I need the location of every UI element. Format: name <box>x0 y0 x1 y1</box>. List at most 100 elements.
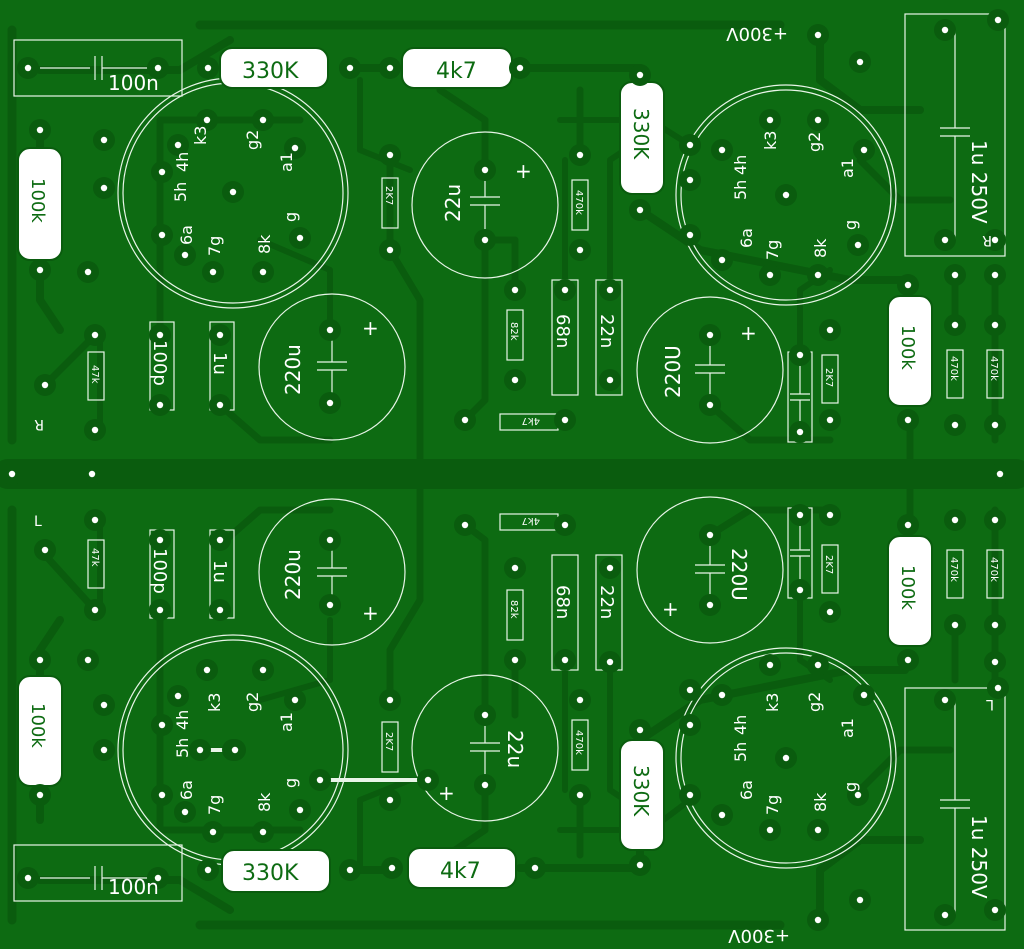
power-resistors <box>17 47 933 893</box>
pin-g7-tl: 7g <box>205 236 224 256</box>
drill-hole <box>856 58 864 66</box>
drill-hole <box>996 470 1004 478</box>
drill-hole <box>782 191 790 199</box>
label-plus-220u-bl: + <box>362 601 379 625</box>
label-330k-tl: 330K <box>242 59 299 84</box>
drill-hole <box>814 31 822 39</box>
drill-hole <box>766 826 774 834</box>
drill-hole <box>326 399 334 407</box>
cap-22u-bot-outline <box>411 674 559 822</box>
drill-hole <box>511 376 519 384</box>
drill-hole <box>941 911 949 919</box>
drill-hole <box>636 206 644 214</box>
label-plus-22u-top: + <box>515 159 532 183</box>
drill-hole <box>576 696 584 704</box>
label-100n-tl: 100n <box>108 71 159 95</box>
drill-hole <box>231 746 239 754</box>
pin-a6-tr: 6a <box>737 228 756 248</box>
drill-hole <box>481 711 489 719</box>
label-330k-br: 330K <box>629 765 653 817</box>
drill-hole <box>706 331 714 339</box>
pin-g7-br: 7g <box>763 795 782 815</box>
drill-hole <box>386 151 394 159</box>
drill-hole <box>386 64 394 72</box>
drill-hole <box>156 536 164 544</box>
pin-g-tr: g <box>841 220 860 230</box>
label-47k-bl: 47k <box>89 548 100 567</box>
pin-h5-br: 5h <box>731 742 750 762</box>
drill-hole <box>326 536 334 544</box>
drill-hole <box>296 234 304 242</box>
drill-hole <box>158 721 166 729</box>
drill-hole <box>951 621 959 629</box>
drill-hole <box>782 754 790 762</box>
label-22n-bot: 22n <box>596 585 617 619</box>
drill-hole <box>511 656 519 664</box>
drill-hole <box>686 141 694 149</box>
drill-hole <box>706 531 714 539</box>
label-4k7-bot: 4k7 <box>440 859 481 884</box>
drill-hole <box>706 601 714 609</box>
label-l-right: L <box>986 696 994 712</box>
drill-hole <box>204 64 212 72</box>
drill-hole <box>156 331 164 339</box>
drill-hole <box>686 791 694 799</box>
label-470k-tr2: 470k <box>988 356 999 381</box>
label-68n-top: 68n <box>552 314 573 348</box>
drill-hole <box>326 601 334 609</box>
drill-hole <box>156 401 164 409</box>
drill-hole <box>606 286 614 294</box>
label-100p-bl: 100p <box>149 548 170 594</box>
pin-h5-bl: 5h <box>173 738 192 758</box>
cap-220u-bl-outline <box>258 498 406 646</box>
drill-hole <box>951 271 959 279</box>
drill-hole <box>91 331 99 339</box>
label-100n-bl: 100n <box>108 875 159 899</box>
drill-hole <box>36 656 44 664</box>
drill-hole <box>994 684 1002 692</box>
drill-hole <box>951 516 959 524</box>
label-100p-tl: 100p <box>149 340 170 386</box>
pin-h4-bl: 4h <box>173 710 192 730</box>
pads <box>1 9 1011 931</box>
tube-pin-labels: k3 g2 4h a1 5h g 6a 7g 8k k3 g2 4h a1 5h… <box>171 126 860 815</box>
label-r-right-top: R <box>982 232 992 248</box>
drill-hole <box>814 116 822 124</box>
label-100k-br: 100k <box>897 565 918 610</box>
drill-hole <box>860 146 868 154</box>
drill-hole <box>511 286 519 294</box>
label-plus-22u-bot: + <box>438 781 455 805</box>
drill-hole <box>904 656 912 664</box>
drill-hole <box>561 286 569 294</box>
pin-k3-bl: k3 <box>205 693 224 712</box>
pin-g7-bl: 7g <box>205 795 224 815</box>
label-2k7-bl: 2K7 <box>383 732 394 751</box>
drill-hole <box>24 874 32 882</box>
label-470k-tr1: 470k <box>948 356 959 381</box>
drill-hole <box>386 246 394 254</box>
drill-hole <box>216 606 224 614</box>
drill-hole <box>461 416 469 424</box>
drill-hole <box>154 64 162 72</box>
pin-h4-tl: 4h <box>173 152 192 172</box>
drill-hole <box>796 351 804 359</box>
label-82k-bot: 82k <box>508 600 519 619</box>
drill-hole <box>531 864 539 872</box>
cap-220u-tr-outline <box>636 296 784 444</box>
drill-hole <box>826 608 834 616</box>
drill-hole <box>291 144 299 152</box>
drill-hole <box>991 236 999 244</box>
drill-hole <box>216 536 224 544</box>
label-470k-bot: 470k <box>573 730 584 755</box>
drill-hole <box>904 281 912 289</box>
drill-hole <box>904 521 912 529</box>
label-hv-top: +300V <box>726 23 788 44</box>
drill-hole <box>326 326 334 334</box>
drill-hole <box>174 141 182 149</box>
label-220u-tl: 220u <box>281 344 305 395</box>
drill-hole <box>561 656 569 664</box>
pin-k8-tr: 8k <box>811 238 830 258</box>
pin-k8-tl: 8k <box>255 234 274 254</box>
label-1u250-br: 1u 250V <box>967 815 991 899</box>
